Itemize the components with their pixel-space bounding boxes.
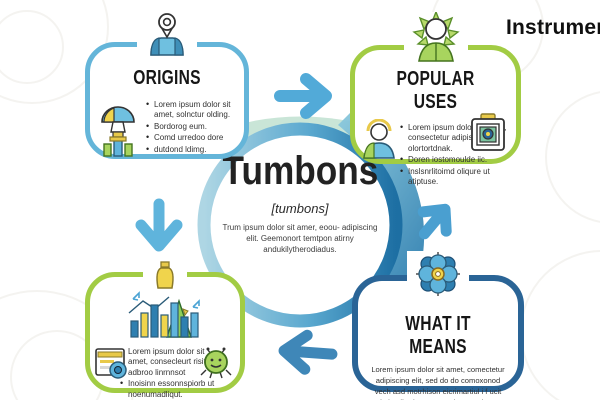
center-definition: Tumbons [tumbons] Trum ipsum dolor sit a…	[212, 150, 388, 255]
term-pronunciation: [tumbons]	[271, 201, 329, 216]
bug-icon	[200, 347, 232, 379]
balloon-figure-icon	[101, 106, 135, 157]
arrow-up-right	[397, 181, 476, 260]
jar-icon	[156, 261, 174, 289]
flower-person-icon	[411, 12, 460, 62]
origins-box: ORIGINS Lorem ipsum dolor sit amet, soln…	[85, 11, 249, 159]
brand-label: Instrumen	[506, 16, 600, 39]
background-doodle	[0, 10, 64, 84]
what-it-means-box: WHAT IT MEANS Lorem ipsum dolor sit amet…	[352, 251, 524, 400]
bullet-item: Inslsnrlitoimd oliqure ut atiptuse.	[400, 166, 510, 188]
popular-uses-title: POPULAR USES	[396, 68, 475, 113]
arrow-down	[130, 196, 188, 254]
origins-bullets: Lorem ipsum dolor sit amet, solnctur old…	[146, 99, 236, 156]
background-doodle	[520, 250, 600, 400]
bullet-item: Comd urredoo dore	[146, 132, 236, 144]
bullet-item: dutdond ldimg.	[146, 144, 236, 156]
center-ring	[197, 122, 403, 328]
what-it-means-title: WHAT IT MEANS	[405, 313, 471, 358]
person-pin-icon	[150, 13, 184, 56]
compass-flower-icon	[416, 252, 460, 296]
term-description: Trum ipsum dolor sit amer, eoou- adipisc…	[222, 223, 378, 254]
person-icon	[363, 119, 395, 159]
bullet-item: Bordorog eum.	[146, 121, 236, 133]
term-title: Tumbons	[222, 149, 379, 193]
what-it-means-description: Lorem ipsum dolor sit amet, comectetur a…	[371, 365, 505, 400]
bullet-item: Lorem ipsum dolor sit amet, consectetur …	[400, 122, 510, 154]
popular-uses-bullets: Lorem ipsum dolor sit amet, consectetur …	[400, 122, 510, 188]
origins-title: ORIGINS	[133, 67, 201, 89]
bullet-item: Inoisinn essonnspiorb ut noenumadliqut.	[120, 378, 222, 400]
popular-uses-box: POPULAR USES Lorem ipsum dolor sit amet,…	[350, 12, 521, 186]
bullet-item: Lorem ipsum dolor sit amet, solnctur old…	[146, 99, 236, 121]
arrow-left	[260, 323, 343, 380]
browser-camera-icon	[95, 348, 127, 379]
background-doodle	[545, 90, 600, 224]
bar-chart-icon	[128, 291, 200, 338]
camera-frame-icon	[471, 113, 505, 151]
arrow-right	[272, 72, 344, 120]
bullet-item: Doren iostomoulde iic.	[400, 154, 510, 166]
applications-box: Lorem ipsum dolor sit amet, consecleurt …	[85, 261, 245, 399]
